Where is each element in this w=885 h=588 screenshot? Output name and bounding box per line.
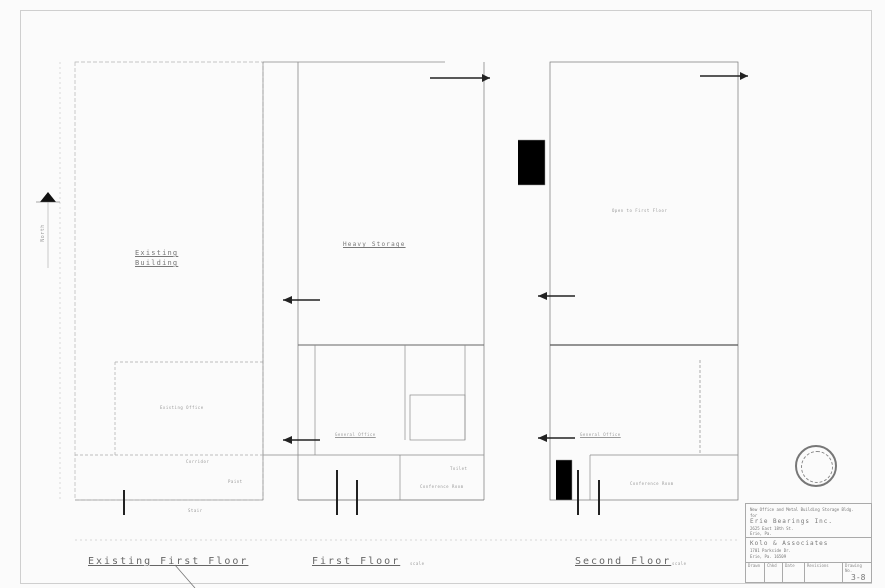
paint-room-label: Paint <box>228 479 243 484</box>
field-checked: Chkd <box>764 562 782 582</box>
plan-scale-second-floor: scale <box>672 561 687 566</box>
stair-label: Stair <box>188 508 203 513</box>
field-checked-label: Chkd <box>767 563 777 568</box>
north-arrow: North <box>36 190 60 275</box>
sheet-border <box>20 10 872 584</box>
field-date-label: Date <box>785 563 795 568</box>
title-block-divider <box>746 562 871 563</box>
corridor-label: Corridor <box>186 459 210 464</box>
architect-name: Kolo & Associates <box>750 540 829 547</box>
field-drawn-label: Drawn <box>748 563 761 568</box>
client-address-1: 2625 East 18th St. <box>750 526 794 531</box>
client-address-2: Erie, Pa. <box>750 531 772 536</box>
title-block-divider <box>746 537 871 538</box>
toilet-label: Toilet <box>450 466 468 471</box>
architect-address-1: 1701 Parkside Dr. <box>750 548 791 553</box>
plan-title-first-floor: First Floor <box>312 556 401 567</box>
conference-room-label-first: Conference Room <box>420 484 464 489</box>
field-drawing-number-label: Drawing No. <box>845 563 862 573</box>
field-drawing-number: Drawing No. 3-8 <box>842 562 871 582</box>
title-block-fields: Drawn Chkd Date Revisions Drawing No. 3-… <box>746 562 871 582</box>
existing-office-label: Existing Office <box>160 405 204 410</box>
north-label: North <box>39 224 46 242</box>
project-line: New Office and Metal Building Storage Bl… <box>750 507 854 512</box>
architect-seal-icon <box>795 445 837 487</box>
title-block: New Office and Metal Building Storage Bl… <box>745 503 872 583</box>
conference-room-label-second: Conference Room <box>630 481 674 486</box>
general-office-label-first: General Office <box>335 432 376 437</box>
drawing-number-value: 3-8 <box>851 573 866 582</box>
plan-scale-first-floor: scale <box>410 561 425 566</box>
plan-title-second-floor: Second Floor <box>575 556 672 567</box>
field-drawn: Drawn <box>746 562 764 582</box>
heavy-storage-label: Heavy Storage <box>343 241 406 248</box>
plan-title-existing-first-floor: Existing First Floor <box>88 556 249 567</box>
field-revisions-label: Revisions <box>807 563 829 568</box>
general-office-label-second: General Office <box>580 432 621 437</box>
client-name: Erie Bearings Inc. <box>750 518 834 525</box>
architect-address-2: Erie, Pa. 16509 <box>750 554 787 559</box>
existing-building-label-1: Existing <box>135 249 179 257</box>
north-arrow-icon <box>36 192 60 268</box>
field-date: Date <box>782 562 804 582</box>
field-revisions: Revisions <box>804 562 842 582</box>
existing-building-label-2: Building <box>135 259 179 267</box>
for-label: for <box>750 513 758 518</box>
open-to-first-floor-label: Open to First Floor <box>612 208 668 213</box>
